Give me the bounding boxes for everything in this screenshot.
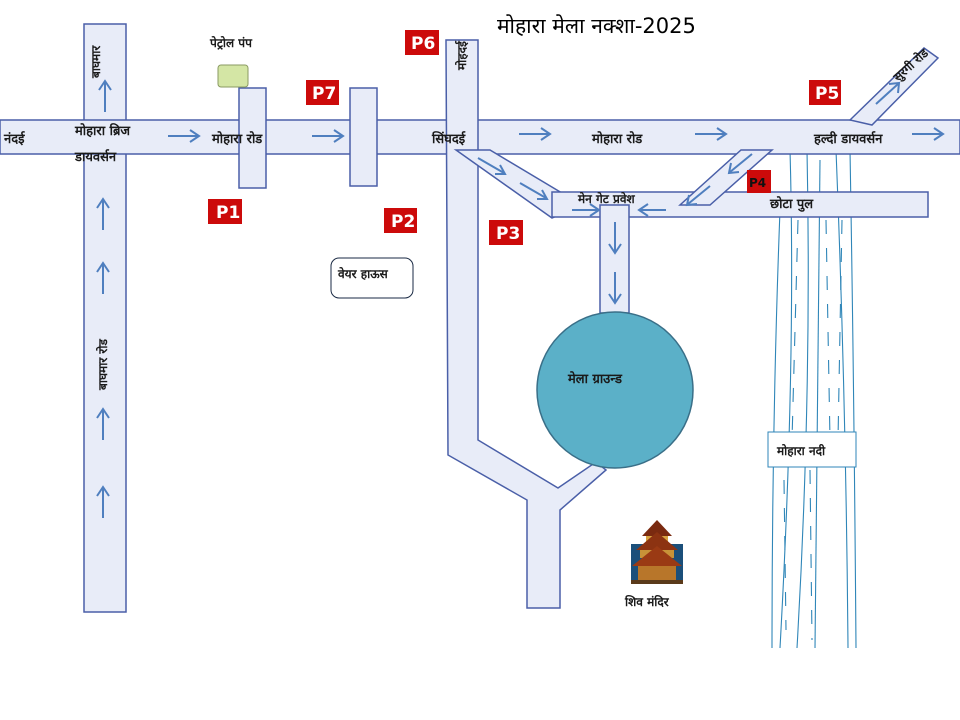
arrow-icon bbox=[519, 182, 549, 200]
arrow-icon bbox=[608, 222, 622, 255]
parking-p5[interactable]: P5 bbox=[809, 80, 841, 105]
arrow-icon bbox=[637, 203, 666, 217]
singhdai-label: सिंघदई bbox=[431, 130, 466, 147]
river bbox=[771, 149, 857, 649]
mohara-bridge-label: मोहारा ब्रिज bbox=[74, 123, 131, 139]
arrow-icon bbox=[912, 127, 945, 141]
map-title: मोहारा मेला नक्शा-2025 bbox=[497, 14, 696, 38]
p7-cross-road bbox=[349, 87, 378, 187]
mohara-road-label-2: मोहारा रोड bbox=[591, 131, 643, 147]
parking-p4[interactable]: P4 bbox=[747, 170, 771, 193]
shiv-mandir-label: शिव मंदिर bbox=[624, 595, 670, 609]
parking-p6[interactable]: P6 bbox=[405, 30, 439, 55]
arrow-icon bbox=[96, 407, 110, 440]
arrow-icon bbox=[477, 157, 507, 175]
parking-p3[interactable]: P3 bbox=[489, 220, 523, 245]
svg-text:P3: P3 bbox=[496, 224, 520, 244]
water-house-box[interactable] bbox=[330, 257, 414, 299]
parking-p1[interactable]: P1 bbox=[208, 199, 242, 224]
arrow-icon bbox=[519, 127, 552, 141]
parking-p7[interactable]: P7 bbox=[306, 80, 339, 105]
mohara-river-label: मोहारा नदी bbox=[776, 444, 826, 458]
haldi-diversion-label: हल्दी डायवर्सन bbox=[813, 131, 883, 147]
main-gate-label: मेन गेट प्रवेश bbox=[577, 192, 635, 206]
arrow-icon bbox=[727, 153, 753, 175]
roads bbox=[0, 23, 960, 613]
diversion-label: डायवर्सन bbox=[74, 149, 117, 165]
arrow-icon bbox=[98, 79, 112, 112]
petrol-pump-icon[interactable] bbox=[217, 64, 249, 88]
arrow-icon bbox=[875, 81, 901, 105]
baghmar-top-label: बाघमार bbox=[89, 45, 103, 79]
petrol-cross-road bbox=[238, 87, 267, 189]
mohara-road-label-1: मोहारा रोड bbox=[211, 131, 263, 147]
arrow-icon bbox=[572, 203, 601, 217]
parking-p2[interactable]: P2 bbox=[384, 208, 417, 233]
nandai-label: नंदई bbox=[3, 131, 26, 147]
mohara-road bbox=[0, 119, 960, 155]
baghmar-road bbox=[83, 23, 127, 613]
arrow-icon bbox=[685, 185, 711, 207]
svg-text:P2: P2 bbox=[391, 212, 415, 232]
arrow-icon bbox=[96, 261, 110, 294]
petrol-pump-label: पेट्रोल पंप bbox=[209, 36, 253, 50]
arrow-icon bbox=[96, 485, 110, 518]
mohdai-label: मोहदई bbox=[455, 40, 469, 71]
svg-text:P4: P4 bbox=[749, 176, 766, 190]
arrow-icon bbox=[168, 129, 201, 143]
arrow-icon bbox=[608, 272, 622, 305]
mohara-river-box[interactable] bbox=[767, 431, 857, 468]
traffic-arrows bbox=[96, 79, 945, 518]
water-house-label: वेयर हाऊस bbox=[337, 267, 389, 281]
svg-text:P1: P1 bbox=[216, 203, 240, 223]
mohdai-road bbox=[445, 39, 608, 609]
svg-text:P6: P6 bbox=[411, 34, 435, 54]
temple-icon[interactable] bbox=[631, 520, 683, 584]
svg-text:P5: P5 bbox=[815, 84, 839, 104]
small-bridge-label: छोटा पुल bbox=[769, 196, 814, 212]
baghmar-road-label: बाघमार रोड bbox=[96, 339, 110, 391]
mela-ground-circle[interactable] bbox=[536, 311, 694, 469]
arrow-icon bbox=[312, 129, 345, 143]
arrow-icon bbox=[695, 127, 728, 141]
arrow-icon bbox=[96, 197, 110, 230]
svg-text:P7: P7 bbox=[312, 84, 336, 104]
mela-ground-label: मेला ग्राउन्ड bbox=[567, 371, 623, 387]
